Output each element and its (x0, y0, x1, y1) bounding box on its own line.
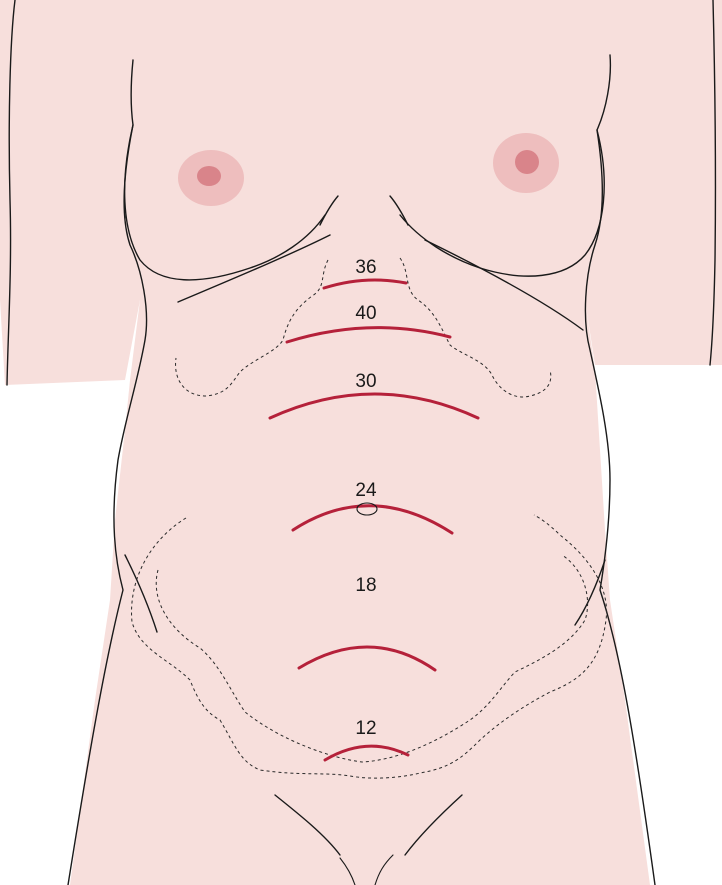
label-24: 24 (355, 480, 377, 501)
label-18: 18 (355, 575, 376, 596)
right-nipple (515, 150, 539, 174)
label-30: 30 (355, 371, 376, 392)
torso (70, 0, 650, 885)
label-36: 36 (355, 257, 376, 278)
label-12: 12 (355, 718, 376, 739)
left-nipple (197, 166, 221, 186)
label-40: 40 (355, 303, 376, 324)
